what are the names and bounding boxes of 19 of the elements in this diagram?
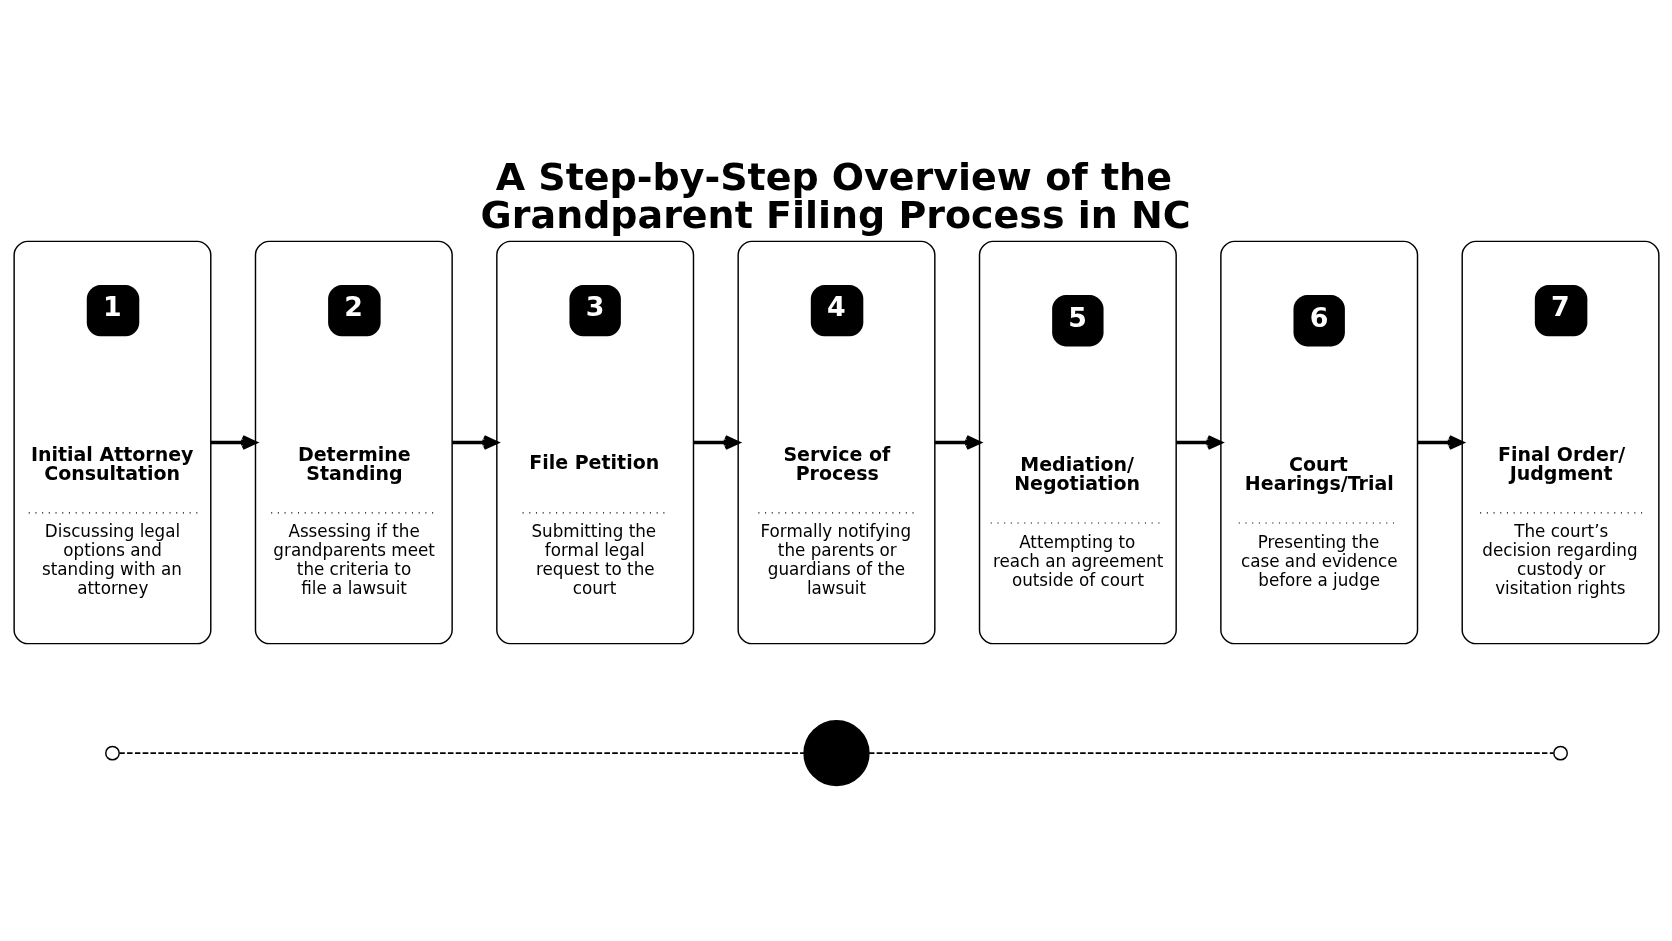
arrow [934, 434, 981, 450]
node-circle [802, 719, 870, 786]
arrow [1175, 434, 1222, 450]
node-box: 5 Mediation/ Negotiation Attempting to reach an agreement outside of court [978, 240, 1177, 644]
diagram-title: A Step-by-Step Overview of the Grandparent Filing Process in NC [480, 154, 1191, 237]
node-box: 6 Court Hearings/Trial Presenting the case and evidence before a judge [1219, 240, 1418, 644]
connector [118, 751, 805, 754]
node-box: 4 Service of Process Formally notifying the parents or guardians of the lawsuit [736, 240, 936, 644]
node-box: 7 Final Order/ Judgment The court’s decision regarding custody or visitation rights [1461, 240, 1660, 644]
node-circle [104, 745, 120, 761]
arrow [693, 434, 740, 450]
arrow [1417, 434, 1464, 450]
node-box: 3 File Petition Submitting the formal legal request to the court [495, 240, 694, 644]
connector [867, 751, 1554, 754]
node-circle [1552, 745, 1568, 761]
arrow [210, 434, 257, 450]
node-box: 2 Determine Standing Assessing if the grandparents meet the criteria to file a lawsuit [254, 240, 453, 644]
node-box: 1 Initial Attorney Consultation Discussing legal options and standing with an attorney [12, 240, 211, 644]
arrow [451, 434, 498, 450]
